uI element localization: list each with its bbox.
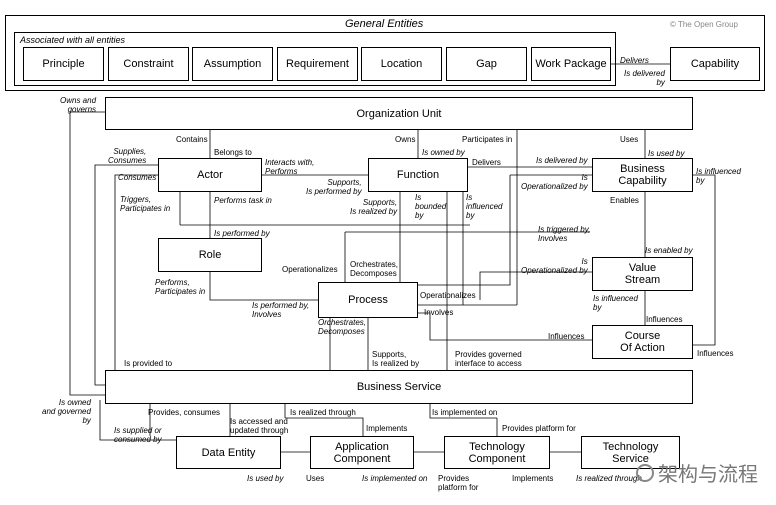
watermark-text: 架构与流程	[658, 462, 758, 486]
course-of-action-box[interactable]: Course Of Action	[592, 325, 693, 359]
label-is-accessed: Is accessed and updated through	[230, 417, 289, 435]
label-is-operationalized-by: Is Operationalized by	[521, 173, 588, 191]
label-supports-performed: Supports, Is performed by	[306, 178, 362, 196]
label-implements-2: Implements	[512, 474, 554, 483]
entity-principle[interactable]: Principle	[23, 47, 104, 81]
function-box[interactable]: Function	[368, 158, 468, 192]
label-is-influenced-by-2: Is influenced by	[593, 294, 638, 312]
label-involves: Involves	[424, 308, 454, 317]
label-is-enabled-by: Is enabled by	[645, 246, 693, 255]
associated-entities-title: Associated with all entities	[20, 35, 126, 45]
label-is-realized-through-2: Is realized through	[576, 474, 642, 483]
label-orchestrates-decomposes: Orchestrates, Decomposes	[350, 260, 399, 278]
label-delivers-fn: Delivers	[472, 158, 501, 167]
label-is-delivered-by-cap: Is delivered by	[536, 156, 588, 165]
application-component-box[interactable]: Application Component	[310, 436, 414, 469]
copyright-text: © The Open Group	[670, 20, 739, 29]
associated-entities-frame	[14, 32, 616, 86]
capability-box[interactable]: Capability	[670, 47, 760, 81]
entity-location[interactable]: Location	[361, 47, 442, 81]
label-supports-realized-2: Supports, Is realized by	[372, 350, 420, 368]
entity-gap[interactable]: Gap	[446, 47, 527, 81]
label-owns: Owns	[395, 135, 416, 144]
label-participates-in: Participates in	[462, 135, 513, 144]
technology-service-box[interactable]: Technology Service	[581, 436, 680, 469]
value-stream-box[interactable]: Value Stream	[592, 257, 693, 291]
label-owns-and-governs: Owns and governs	[60, 96, 97, 114]
label-provides-platform-2: Provides platform for	[438, 474, 479, 492]
label-is-influenced-by: Is influenced by	[696, 167, 741, 185]
label-delivers: Delivers	[620, 56, 649, 65]
watermark: 架构与流程	[636, 458, 758, 487]
label-is-influenced: Is influenced by	[466, 193, 503, 220]
label-is-implemented-on: Is implemented on	[432, 408, 498, 417]
label-influences-2: Influences	[548, 332, 585, 341]
wechat-icon	[636, 463, 654, 482]
label-performs-participates: Performs, Participates in	[155, 278, 206, 296]
entity-requirement[interactable]: Requirement	[277, 47, 358, 81]
label-is-supplied: Is supplied or consumed by	[114, 426, 162, 444]
role-box[interactable]: Role	[158, 238, 262, 272]
label-influences-3: Influences	[697, 349, 734, 358]
label-is-provided-to: Is provided to	[124, 359, 173, 368]
label-orchestrates-decomposes-2: Orchestrates, Decomposes	[318, 318, 367, 336]
label-influences: Influences	[646, 315, 683, 324]
process-box[interactable]: Process	[318, 282, 418, 318]
label-consumes: Consumes	[118, 173, 157, 182]
label-is-implemented-on-2: Is implemented on	[362, 474, 428, 483]
label-supplies-consumes: Supplies, Consumes	[108, 147, 147, 165]
label-uses-2: Uses	[306, 474, 325, 483]
entity-assumption[interactable]: Assumption	[192, 47, 273, 81]
label-provides-governed: Provides governed interface to access	[455, 350, 522, 368]
label-is-bounded-by: Is bounded by	[415, 193, 447, 220]
label-is-used-by: Is used by	[648, 149, 685, 158]
entity-constraint[interactable]: Constraint	[108, 47, 189, 81]
business-service-box[interactable]: Business Service	[105, 370, 693, 404]
label-provides-platform-for: Provides platform for	[502, 424, 576, 433]
general-entities-title: General Entities	[345, 18, 424, 30]
organization-unit-box[interactable]: Organization Unit	[105, 97, 693, 130]
label-triggers: Triggers, Participates in	[120, 195, 171, 213]
label-implements: Implements	[366, 424, 408, 433]
label-supports-realized: Supports, Is realized by	[350, 198, 398, 216]
label-provides-consumes: Provides, consumes	[148, 408, 221, 417]
actor-box[interactable]: Actor	[158, 158, 262, 192]
label-is-used-by-2: Is used by	[247, 474, 284, 483]
label-contains: Contains	[176, 135, 208, 144]
label-is-triggered-by: Is triggered by, Involves	[538, 225, 591, 243]
business-capability-box[interactable]: Business Capability	[592, 158, 693, 192]
label-is-performed-by: Is performed by	[214, 229, 270, 238]
label-is-delivered-by: Is delivered by	[624, 69, 665, 87]
entity-work-package[interactable]: Work Package	[531, 47, 611, 81]
label-is-owned-governed: Is owned and governed by	[42, 398, 91, 425]
label-interacts-with: Interacts with, Performs	[265, 158, 315, 176]
label-uses: Uses	[620, 135, 639, 144]
technology-component-box[interactable]: Technology Component	[444, 436, 550, 469]
data-entity-box[interactable]: Data Entity	[176, 436, 281, 469]
label-is-realized-through: Is realized through	[290, 408, 356, 417]
label-is-performed-involves: Is performed by, Involves	[252, 301, 310, 319]
label-is-owned-by: Is owned by	[422, 148, 465, 157]
label-enables: Enables	[610, 196, 639, 205]
label-belongs-to: Belongs to	[214, 148, 252, 157]
label-operationalizes-2: Operationalizes	[420, 291, 476, 300]
label-operationalizes: Operationalizes	[282, 265, 338, 274]
label-performs-task-in: Performs task in	[214, 196, 272, 205]
general-entities-frame	[5, 15, 765, 91]
label-is-operationalized-by-2: Is Operationalized by	[521, 257, 588, 275]
